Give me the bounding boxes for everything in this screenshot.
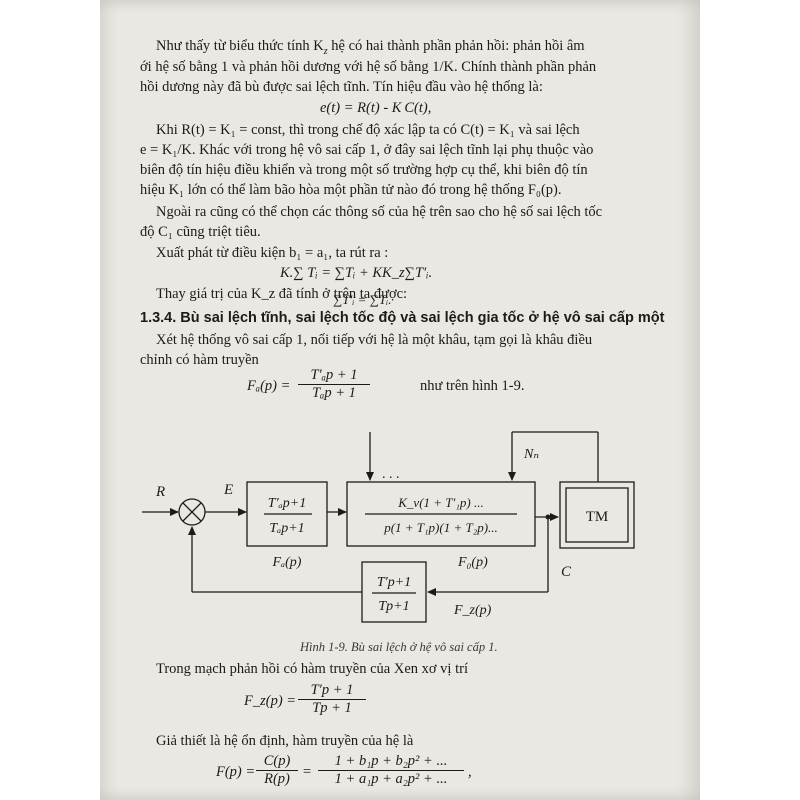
fa-block-num: T′ₐp+1: [268, 496, 306, 511]
p7-line: Trong mạch phản hồi có hàm truyền của Xe…: [156, 661, 468, 677]
label-r: R: [155, 484, 165, 500]
equation-sum: K.∑ Tᵢ = ∑Tᵢ + KK_z∑T′ᵢ.: [280, 265, 433, 281]
p6-line-2: chỉnh có hàm truyền: [140, 352, 259, 368]
p1-line-2: ới hệ số bằng 1 và phản hồi dương với hệ…: [140, 59, 597, 75]
p2-line-2: e = K₁/K. Khác với trong hệ vô sai cấp 1…: [140, 142, 594, 158]
f0-block: [346, 481, 536, 547]
f-numerator: 1 + b₁p + b₂p² + ...: [318, 753, 464, 771]
label-nn: Nₙ: [523, 447, 539, 462]
f0-block-num: K_v(1 + T′₁p) ...: [397, 495, 483, 510]
p4-line: Xuất phát từ điều kiện b₁ = a₁, ta rút r…: [156, 245, 389, 261]
fa-lhs: Fₐ(p) =: [247, 378, 291, 394]
p2-line-3: biên độ tín hiệu điều khiển và trong một…: [140, 162, 588, 178]
tm-block-outer: [559, 481, 635, 549]
label-e: E: [223, 482, 233, 498]
f-equals: =: [302, 764, 312, 780]
p2-line-4: hiệu K₁ lớn có thể làm bão hòa một phần …: [140, 182, 562, 198]
fz-label: F_z(p): [453, 603, 492, 618]
p2-line-1: Khi R(t) = K₁ = const, thì trong chế độ …: [156, 122, 580, 138]
f-mid-num: C(p): [256, 753, 298, 771]
f0-label: F₀(p): [457, 555, 488, 570]
diagram-dots: . . .: [382, 467, 400, 482]
p1-line-1: Như thấy từ biểu thức tính Kz hệ có hai …: [156, 38, 585, 57]
p3-line-2: độ C₁ cũng triệt tiêu.: [140, 224, 261, 240]
f-mid-fraction: C(p) R(p): [256, 753, 298, 788]
fz-block-den: Tp+1: [378, 599, 409, 614]
p8-line: Giả thiết là hệ ổn định, hàm truyền của …: [156, 733, 414, 749]
fz-denominator: Tp + 1: [312, 700, 352, 716]
p6-line-1: Xét hệ thống vô sai cấp 1, nối tiếp với …: [156, 332, 593, 348]
equation-sum2: ∑T′ᵢ = ∑Tᵢ.: [333, 292, 392, 307]
fa-block: [246, 481, 328, 547]
p6-after: như trên hình 1-9.: [420, 378, 525, 394]
fz-block-num: T′p+1: [377, 575, 411, 590]
fa-label: Fₐ(p): [272, 555, 302, 570]
fa-block-den: Tₐp+1: [269, 521, 304, 536]
figure-caption: Hình 1-9. Bù sai lệch ở hệ vô sai cấp 1.: [300, 640, 498, 654]
fz-fraction: T′p + 1 Tp + 1: [298, 682, 366, 717]
p5-line: Thay giá trị của K_z đã tính ở trên ta đ…: [156, 286, 408, 302]
fz-lhs: F_z(p) =: [244, 693, 297, 709]
f-comma: ,: [468, 764, 472, 780]
f-mid-den: R(p): [264, 771, 290, 787]
p1-line-3: hồi dương này đã bù được sai lệch tĩnh. …: [140, 79, 543, 95]
equation-e: e(t) = R(t) - K C(t),: [320, 100, 432, 116]
tm-label: TM: [586, 509, 609, 525]
f-denominator: 1 + a₁p + a₂p² + ...: [334, 771, 448, 787]
label-c: C: [561, 564, 572, 580]
f-lhs: F(p) =: [216, 764, 256, 780]
fz-numerator: T′p + 1: [298, 682, 366, 700]
fa-numerator: T′ₐp + 1: [298, 367, 370, 385]
p3-line-1: Ngoài ra cũng có thể chọn các thông số c…: [156, 204, 603, 220]
book-page: [100, 0, 700, 800]
f0-block-den: p(1 + T₁p)(1 + T₂p)...: [383, 520, 498, 535]
f-fraction: 1 + b₁p + b₂p² + ... 1 + a₁p + a₂p² + ..…: [318, 753, 464, 788]
section-heading: 1.3.4. Bù sai lệch tĩnh, sai lệch tốc độ…: [140, 310, 665, 326]
fa-denominator: Tₐp + 1: [312, 385, 356, 401]
fa-fraction: T′ₐp + 1 Tₐp + 1: [298, 367, 370, 402]
